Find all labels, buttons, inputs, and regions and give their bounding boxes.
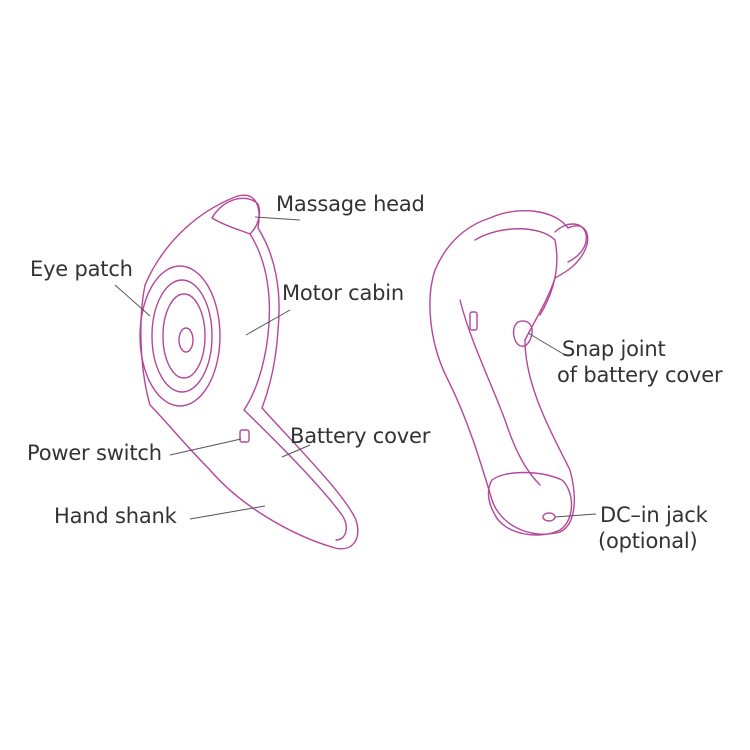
label-snap-joint-line1: Snap joint — [562, 337, 666, 361]
label-motor-cabin: Motor cabin — [282, 281, 404, 305]
label-massage-head: Massage head — [276, 192, 425, 216]
front-side-edge — [244, 234, 269, 410]
label-eye-patch: Eye patch — [30, 257, 133, 281]
back-inner-edge-2 — [460, 300, 540, 485]
back-side-tab — [470, 312, 477, 330]
leader-hand-shank — [190, 506, 265, 519]
eye-patch-middle — [152, 280, 212, 392]
leader-power-switch — [170, 439, 241, 455]
device-front-view — [140, 195, 358, 548]
back-bottom-cap — [488, 473, 571, 536]
dc-jack-shape — [543, 513, 555, 521]
label-snap-joint-line2: of battery cover — [557, 363, 722, 387]
label-battery-cover: Battery cover — [290, 424, 430, 448]
label-dc-in-line2: (optional) — [598, 529, 698, 553]
eye-patch-center — [179, 328, 193, 352]
label-power-switch: Power switch — [27, 441, 162, 465]
power-switch-shape — [240, 430, 249, 442]
label-hand-shank: Hand shank — [54, 504, 177, 528]
leader-dc-in — [555, 514, 596, 517]
label-dc-in-line1: DC–in jack — [600, 503, 708, 527]
leader-lines — [115, 217, 596, 519]
leader-snap-joint — [528, 333, 565, 355]
eye-patch-inner — [163, 294, 205, 378]
leader-massage-head — [255, 217, 300, 220]
